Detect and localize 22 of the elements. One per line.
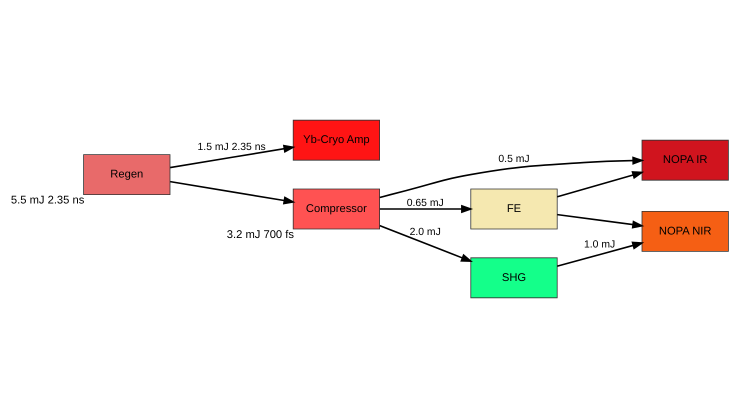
node-label: 3.2 mJ 700 fs bbox=[226, 228, 294, 241]
edge-label: 2.0 mJ bbox=[410, 226, 441, 238]
arrow bbox=[557, 171, 644, 198]
edge-label: 0.5 mJ bbox=[498, 154, 530, 166]
node-label: 5.5 mJ 2.35 ns bbox=[10, 194, 84, 207]
node-box: NOPA NIR bbox=[642, 211, 729, 252]
arrow bbox=[170, 144, 296, 168]
node-box: SHG bbox=[470, 257, 558, 298]
node-box: Yb-Cryo Amp bbox=[292, 120, 380, 161]
node-box: Compressor bbox=[292, 188, 380, 230]
edge-label: 1.0 mJ bbox=[584, 240, 616, 251]
edge-label: 0.65 mJ bbox=[406, 198, 444, 210]
node-box: NOPA IR bbox=[642, 140, 729, 181]
arrow bbox=[380, 156, 644, 198]
node-box: Regen bbox=[83, 154, 170, 195]
arrow bbox=[380, 204, 474, 214]
arrow bbox=[557, 242, 644, 267]
arrow bbox=[380, 224, 473, 262]
arrow bbox=[557, 214, 644, 229]
edge-label: 1.5 mJ 2.35 ns bbox=[198, 142, 266, 154]
arrow bbox=[170, 180, 296, 205]
node-box: FE bbox=[470, 188, 558, 230]
